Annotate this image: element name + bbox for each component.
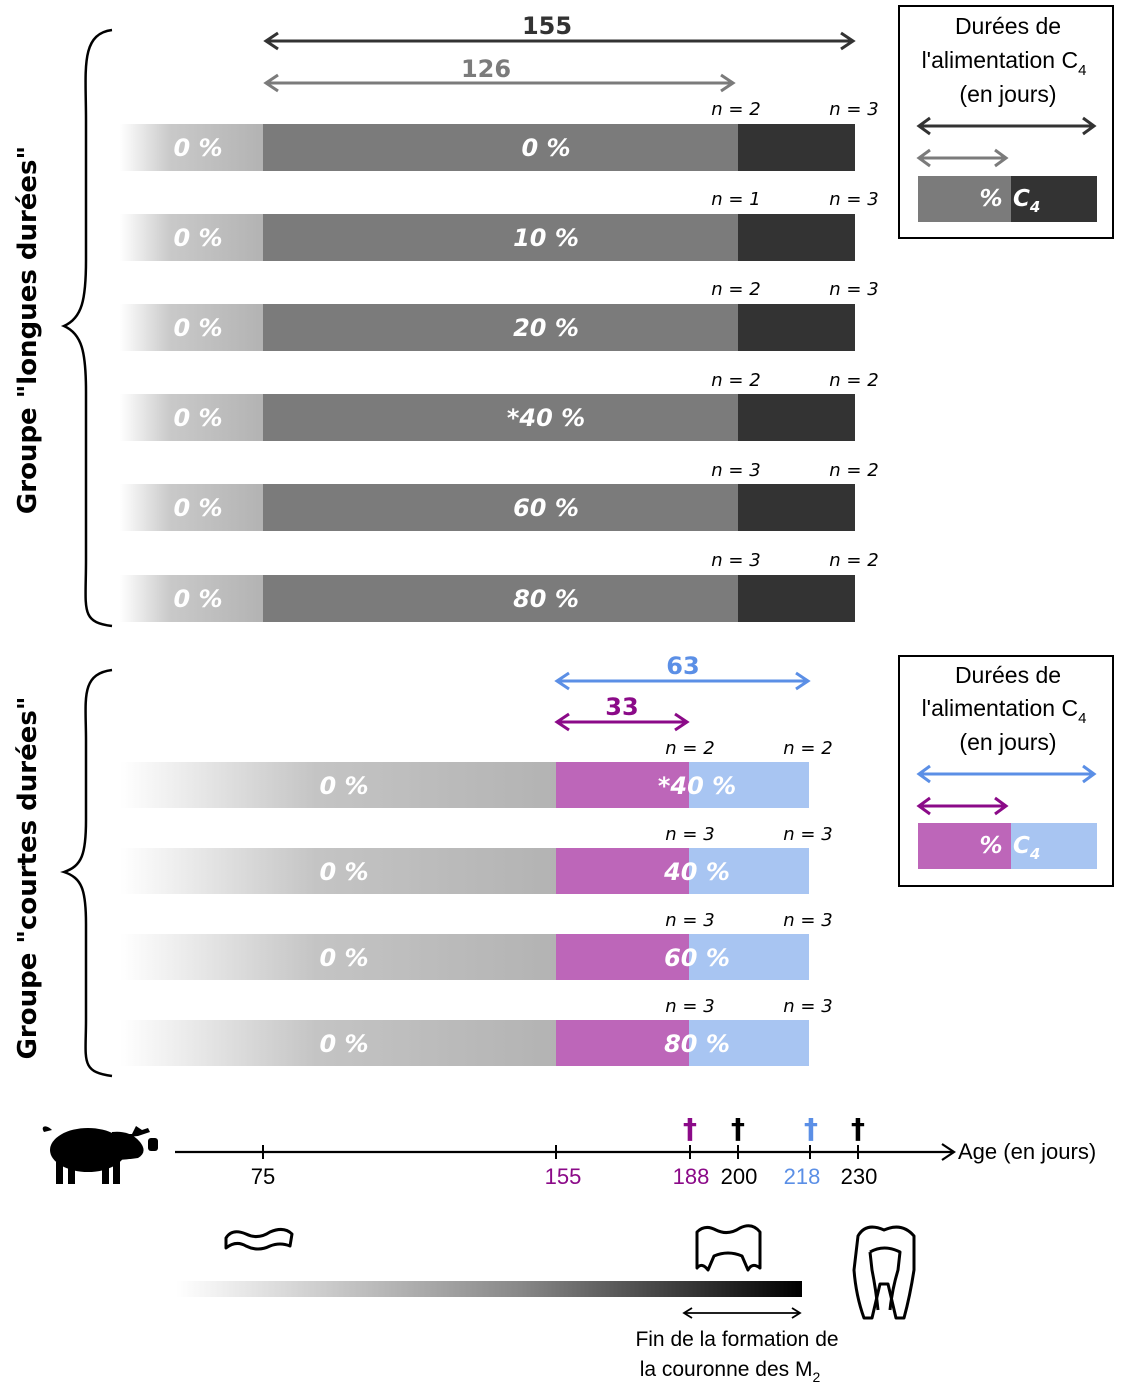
long-row: 0 % 60 % n = 3 n = 2 <box>120 460 879 531</box>
legend-pct: % <box>979 186 1002 212</box>
legend-long: Durées de l'alimentation C4 (en jours) %… <box>898 5 1114 239</box>
pre-label: 0 % <box>173 585 222 613</box>
legend-c4: C4 <box>1013 186 1040 216</box>
legend-long-arrow <box>916 764 1097 784</box>
short-row: 0 % *40 % n = 2 n = 2 <box>120 738 833 808</box>
tooth-germ-icon <box>224 1227 294 1251</box>
crown-end-arrow <box>682 1307 802 1319</box>
long-126-label: 126 <box>461 55 511 83</box>
short-row: 0 % 60 % n = 3 n = 3 <box>120 910 833 980</box>
short-row: 0 % 80 % n = 3 n = 3 <box>120 996 833 1066</box>
short-63-arrow <box>554 671 811 691</box>
long-155-label: 155 <box>522 12 572 40</box>
treatment-label: 20 % <box>513 314 579 342</box>
n-right: n = 2 <box>783 738 832 759</box>
n-right: n = 2 <box>829 460 878 481</box>
tick-label: 75 <box>251 1164 275 1189</box>
tick-label: 230 <box>841 1164 878 1189</box>
death-mark: † <box>683 1112 697 1145</box>
pig-icon <box>42 1126 158 1184</box>
legend-c4: C4 <box>1013 833 1040 863</box>
treatment-label: 60 % <box>513 494 579 522</box>
n-left: n = 1 <box>711 189 760 210</box>
tooth-crown-icon <box>695 1224 762 1272</box>
pre-label: 0 % <box>173 314 222 342</box>
pre-label: 0 % <box>173 404 222 432</box>
treatment-label: 60 % <box>664 944 730 972</box>
long-row: 0 % 10 % n = 1 n = 3 <box>120 189 879 261</box>
tick-label: 200 <box>721 1164 758 1189</box>
n-left: n = 3 <box>711 460 760 481</box>
tooth-full-icon <box>852 1225 916 1320</box>
treatment-label: 80 % <box>664 1030 730 1058</box>
legend-long-arrow <box>916 116 1097 136</box>
death-mark: † <box>804 1112 818 1145</box>
death-mark: † <box>731 1112 745 1145</box>
n-right: n = 3 <box>829 99 878 120</box>
long-group-brace <box>60 28 113 628</box>
long-row: 0 % *40 % n = 2 n = 2 <box>120 370 879 441</box>
short-group-label: Groupe "courtes durées" <box>13 697 43 1060</box>
footnote-line2: la couronne des M2 <box>640 1358 821 1385</box>
death-mark: † <box>851 1112 865 1145</box>
long-row: 0 % 0 % n = 2 n = 3 <box>120 99 879 171</box>
long-155-arrow <box>263 31 856 51</box>
n-right: n = 2 <box>829 370 878 391</box>
tick-label: 155 <box>545 1164 582 1189</box>
pre-label: 0 % <box>319 944 368 972</box>
treatment-label: 80 % <box>513 585 579 613</box>
n-right: n = 2 <box>829 550 878 571</box>
legend-pct: % <box>979 833 1002 859</box>
pre-label: 0 % <box>319 1030 368 1058</box>
n-left: n = 2 <box>665 738 714 759</box>
n-left: n = 2 <box>711 370 760 391</box>
crown-formation-bar <box>176 1281 802 1297</box>
n-left: n = 3 <box>665 910 714 931</box>
long-row: 0 % 80 % n = 3 n = 2 <box>120 550 879 622</box>
n-left: n = 3 <box>665 996 714 1017</box>
long-group-label: Groupe "longues durées" <box>13 146 43 514</box>
legend-title-line1: Durées de <box>955 13 1061 39</box>
treatment-label: 10 % <box>513 224 579 252</box>
n-right: n = 3 <box>829 189 878 210</box>
n-right: n = 3 <box>783 910 832 931</box>
pre-label: 0 % <box>173 494 222 522</box>
long-row: 0 % 20 % n = 2 n = 3 <box>120 279 879 351</box>
short-33-label: 33 <box>605 693 638 721</box>
legend-short-arrow <box>916 148 1009 168</box>
n-left: n = 2 <box>711 99 760 120</box>
short-33-arrow <box>554 712 690 732</box>
legend-title-line3: (en jours) <box>959 81 1056 107</box>
legend-short: Durées de l'alimentation C4 (en jours) %… <box>898 655 1114 887</box>
pre-label: 0 % <box>173 134 222 162</box>
n-right: n = 3 <box>783 996 832 1017</box>
long-126-arrow <box>263 73 736 93</box>
short-group-brace <box>60 668 113 1078</box>
treatment-label: 0 % <box>521 134 570 162</box>
footnote-line1: Fin de la formation de <box>635 1328 838 1351</box>
n-left: n = 2 <box>711 279 760 300</box>
treatment-label: *40 % <box>507 404 585 432</box>
legend-title-line3: (en jours) <box>959 729 1056 755</box>
pre-label: 0 % <box>173 224 222 252</box>
pre-label: 0 % <box>319 858 368 886</box>
legend-short-arrow <box>916 796 1009 816</box>
tick-label: 218 <box>784 1164 821 1189</box>
legend-title-line2: l'alimentation C4 <box>922 695 1087 727</box>
n-left: n = 3 <box>711 550 760 571</box>
legend-title-line1: Durées de <box>955 662 1061 688</box>
n-left: n = 3 <box>665 824 714 845</box>
treatment-label: *40 % <box>658 772 736 800</box>
n-right: n = 3 <box>783 824 832 845</box>
short-row: 0 % 40 % n = 3 n = 3 <box>120 824 833 894</box>
short-63-label: 63 <box>666 652 699 680</box>
age-axis <box>175 1143 956 1161</box>
axis-label: Age (en jours) <box>958 1139 1096 1164</box>
treatment-label: 40 % <box>663 858 730 886</box>
n-right: n = 3 <box>829 279 878 300</box>
tick-label: 188 <box>673 1164 710 1189</box>
pre-label: 0 % <box>319 772 368 800</box>
legend-title-line2: l'alimentation C4 <box>922 47 1087 79</box>
